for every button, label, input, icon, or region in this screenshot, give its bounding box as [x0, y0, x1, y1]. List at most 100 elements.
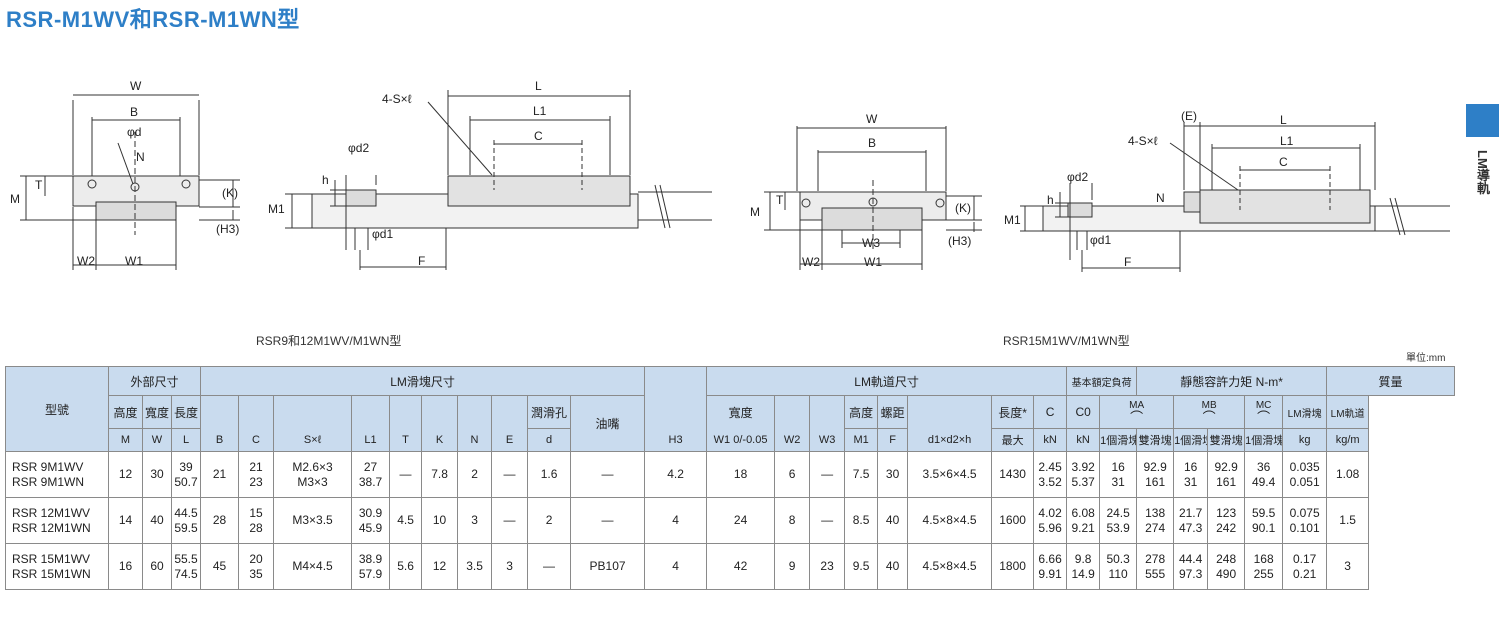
cell-value: 38.7	[358, 474, 383, 489]
cell-value: M3×3.5	[292, 513, 333, 527]
cell-N: 3.5	[457, 543, 493, 590]
unit-mb-two: 雙滑塊	[1207, 428, 1246, 452]
dim-label-W2-lg: W2	[802, 255, 820, 269]
drawing-front-view-large	[764, 126, 982, 270]
cell-value: 4	[672, 513, 679, 527]
cell-value: 0.051	[1289, 474, 1320, 489]
cell-M: 12	[108, 451, 143, 498]
drawing-side-view-large	[1020, 122, 1450, 272]
unit-W3: W3	[809, 428, 846, 452]
cell-value: 4.2	[667, 467, 684, 481]
col-lube-hole: 潤滑孔	[527, 395, 572, 429]
cell-value: 14.9	[1071, 566, 1095, 581]
cell-F: 40	[877, 497, 909, 544]
cell-value: 45.9	[358, 520, 383, 535]
dim-label-phi-d2-lg: φd2	[1067, 170, 1088, 184]
caption-large-model: RSR15M1WV/M1WN型	[1003, 334, 1130, 348]
cell-K: 7.8	[421, 451, 459, 498]
cell-T: —	[389, 451, 423, 498]
cell-value: 18	[733, 467, 748, 481]
cell-value: 0.17	[1292, 551, 1317, 566]
cell-value: 8.5	[852, 513, 870, 527]
col-MA: MA⌒	[1099, 395, 1175, 429]
cell-F: 40	[877, 543, 909, 590]
col-MC: MC⌒	[1244, 395, 1284, 429]
cell-E: 3	[491, 543, 529, 590]
cell-value: 40	[150, 513, 164, 527]
cell-value: 9.91	[1038, 566, 1062, 581]
cell-value: 28	[212, 513, 227, 527]
cell-value: —	[503, 467, 516, 481]
dim-label-L-lg: L	[1280, 113, 1287, 127]
cell-value: 36	[1256, 459, 1271, 474]
dim-label-L1-lg: L1	[1280, 134, 1294, 148]
unit-kgm: kg/m	[1326, 428, 1370, 452]
unit-kg: kg	[1282, 428, 1328, 452]
cell-value: 20	[249, 551, 263, 566]
unit-N: N	[457, 428, 493, 452]
cell-M1: 8.5	[844, 497, 879, 544]
cell-W1: 18	[706, 451, 776, 498]
cell-W: 30	[142, 451, 172, 498]
cell-value: RSR 12M1WV	[12, 505, 91, 520]
col-group-rail: LM軌道尺寸	[706, 366, 1068, 396]
cell-value: 21.7	[1178, 505, 1203, 520]
cell-value: 490	[1216, 566, 1237, 581]
cell-value: 161	[1216, 474, 1237, 489]
cell-value: 9.5	[852, 559, 870, 573]
cell-value: 9.8	[1074, 551, 1092, 566]
dim-label-L1: L1	[533, 104, 547, 118]
dim-label-M1-lg: M1	[1004, 213, 1021, 227]
cell-value: 0.21	[1292, 566, 1317, 581]
unit-note: 單位:mm	[1406, 353, 1446, 364]
cell-value: 0.075	[1289, 505, 1320, 520]
unit-B: B	[200, 428, 240, 452]
section-tab-marker	[1466, 104, 1499, 137]
cell-Lmax: 1600	[991, 497, 1035, 544]
cell-kgm: 1.08	[1326, 451, 1370, 498]
cell-value: 4	[672, 559, 679, 573]
cell-W3: 23	[809, 543, 846, 590]
col-lm-block-mass: LM滑塊	[1282, 395, 1328, 429]
cell-K: 12	[421, 543, 459, 590]
cell-value: 39	[179, 459, 193, 474]
cell-value: 40	[885, 513, 900, 527]
dim-label-C: C	[534, 129, 543, 143]
cell-T: 5.6	[389, 543, 423, 590]
dim-label-mount-holes-lg: 4-S×ℓ	[1128, 134, 1158, 148]
cell-value: 274	[1145, 520, 1166, 535]
cell-d1d2h: 4.5×8×4.5	[907, 497, 993, 544]
dim-label-phi-d1-lg: φd1	[1090, 233, 1111, 247]
col-rail-height: 高度	[844, 395, 879, 429]
col-length: 長度	[170, 395, 202, 429]
dim-label-B: B	[130, 105, 138, 119]
cell-nipple: —	[570, 497, 646, 544]
col-nipple: 油嘴	[570, 395, 646, 452]
cell-value: 0.101	[1289, 520, 1320, 535]
cell-S: M4×4.5	[273, 543, 353, 590]
cell-value: 92.9	[1214, 459, 1238, 474]
cell-d1d2h: 3.5×6×4.5	[907, 451, 993, 498]
cell-value: 59.5	[174, 520, 198, 535]
cell-value: —	[503, 513, 516, 527]
cell-value: 3	[471, 513, 478, 527]
col-group-mass: 質量	[1326, 366, 1455, 396]
dim-label-W: W	[130, 79, 142, 93]
col-pitch: 螺距	[877, 395, 909, 429]
